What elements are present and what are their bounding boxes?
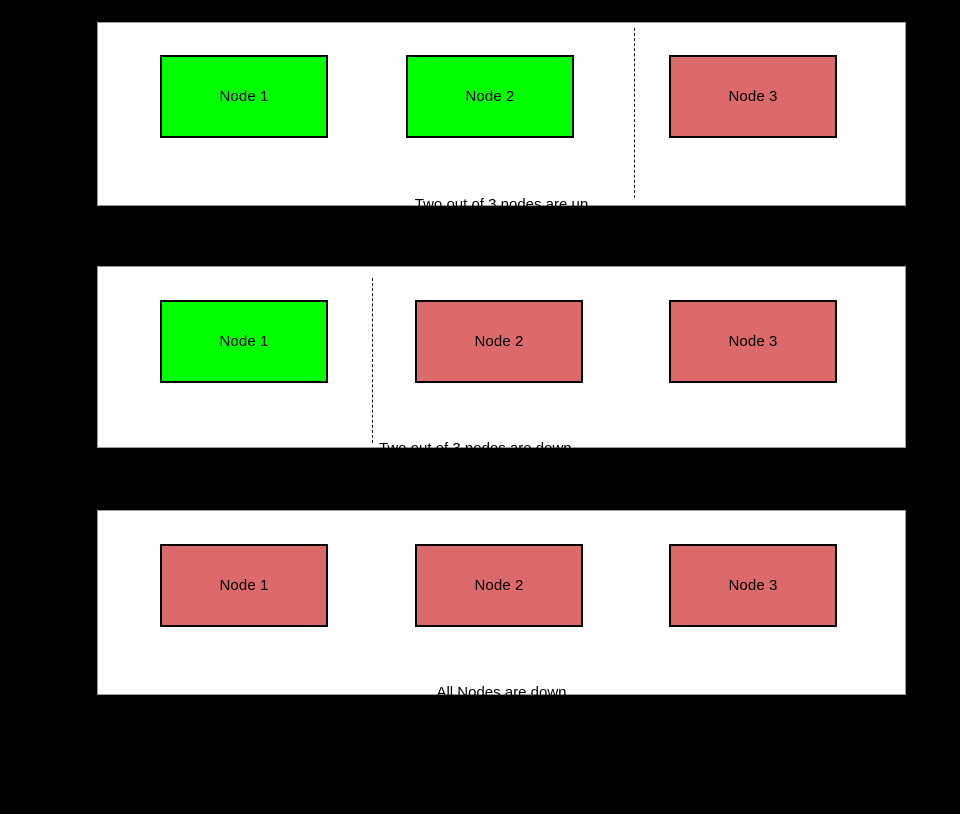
panel3-caption-line-2: Majority Fails & Cluster Stops xyxy=(403,750,600,767)
node-label: Node 3 xyxy=(728,88,778,105)
node-label: Node 3 xyxy=(728,333,778,350)
node-box-panel1-node1[interactable]: Node 1 xyxy=(160,55,328,138)
node-label: Node 1 xyxy=(219,577,269,594)
node-label: Node 3 xyxy=(728,577,778,594)
panel3-caption-line-1: All Nodes are down xyxy=(436,684,567,701)
panel2-caption-line-1: Two out of 3 nodes are down xyxy=(379,440,572,457)
node-label: Node 1 xyxy=(219,333,269,350)
node-box-panel3-node3[interactable]: Node 3 xyxy=(669,544,837,627)
diagram-canvas: Node 1 Node 2 Node 3 Two out of 3 nodes … xyxy=(97,22,906,767)
node-box-panel3-node1[interactable]: Node 1 xyxy=(160,544,328,627)
node-label: Node 2 xyxy=(474,577,524,594)
node-label: Node 1 xyxy=(219,88,269,105)
node-label: Node 2 xyxy=(474,333,524,350)
panel3-caption: All Nodes are down Majority Fails & Clus… xyxy=(98,638,905,814)
majority-split-divider-panel1 xyxy=(634,28,635,198)
node-box-panel1-node2[interactable]: Node 2 xyxy=(406,55,574,138)
node-box-panel3-node2[interactable]: Node 2 xyxy=(415,544,583,627)
scenario-panel-one-node-down: Node 1 Node 2 Node 3 Two out of 3 nodes … xyxy=(97,22,906,279)
node-box-panel2-node2[interactable]: Node 2 xyxy=(415,300,583,383)
node-box-panel2-node1[interactable]: Node 1 xyxy=(160,300,328,383)
scenario-panel-two-nodes-down: Node 1 Node 2 Node 3 Two out of 3 nodes … xyxy=(97,266,906,523)
node-box-panel2-node3[interactable]: Node 3 xyxy=(669,300,837,383)
node-label: Node 2 xyxy=(465,88,515,105)
majority-split-divider-panel2 xyxy=(372,278,373,443)
node-box-panel1-node3[interactable]: Node 3 xyxy=(669,55,837,138)
scenario-panel-all-nodes-down: Node 1 Node 2 Node 3 All Nodes are down … xyxy=(97,510,906,767)
panel1-caption-line-1: Two out of 3 nodes are up xyxy=(414,196,589,213)
